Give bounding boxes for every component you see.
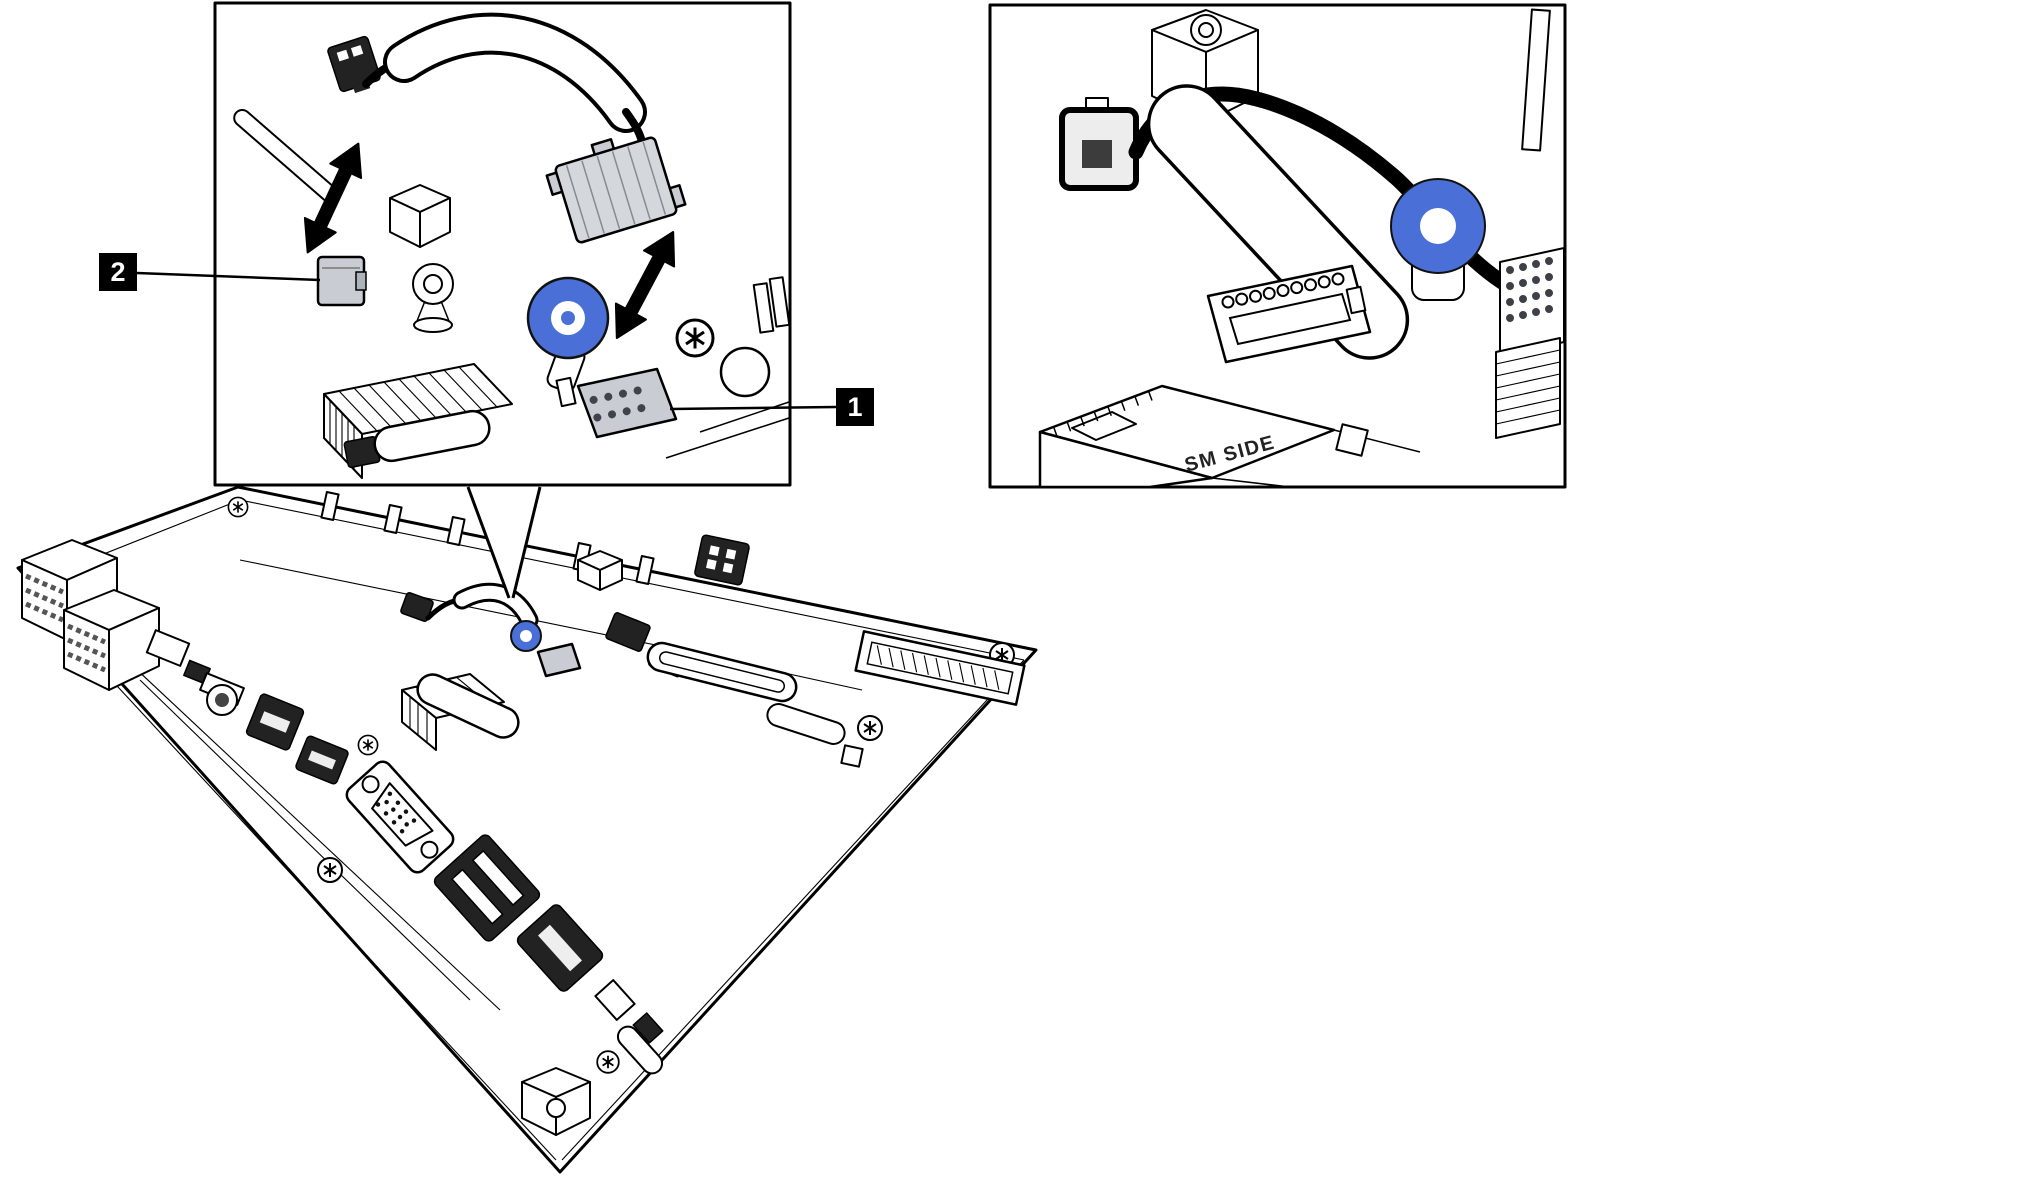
- round-connector: [199, 672, 245, 716]
- board-cube: [577, 550, 623, 591]
- callout-2-leader: [136, 271, 321, 282]
- stadium-connector: [766, 703, 846, 745]
- sm-shield: [1038, 384, 1336, 489]
- cable-handle: [387, 16, 643, 129]
- callout-1-leader: [669, 405, 837, 411]
- edge-component: [594, 979, 636, 1021]
- edge-component: [616, 1025, 664, 1075]
- pin-header-connector: [1206, 264, 1372, 364]
- blue-plunger: [1390, 178, 1486, 301]
- cable-end-connector: [1059, 97, 1139, 191]
- board-connector: [605, 612, 651, 652]
- board-outline: [16, 485, 1038, 1174]
- io-block: [295, 735, 349, 785]
- board-cable-assembly: [400, 582, 582, 751]
- pin-field-connector: [1495, 247, 1565, 439]
- callout-pointer: [466, 486, 542, 600]
- background-cube: [389, 184, 451, 248]
- riser-slot: [854, 630, 1026, 706]
- inset-right: [988, 3, 1567, 489]
- screw-icon: [357, 734, 379, 756]
- mount-hole: [1335, 423, 1369, 457]
- connector-2: [316, 255, 367, 307]
- board-connector-black: [694, 534, 750, 586]
- ribbed-connector-block: [323, 363, 513, 479]
- screw-icon: [227, 496, 249, 518]
- blue-plunger: [526, 276, 610, 393]
- mount-ring: [719, 346, 771, 398]
- usb-stack: [516, 904, 604, 992]
- corner-component: [521, 1067, 591, 1136]
- inset-left-border: [213, 1, 792, 487]
- long-slot-connector: [646, 641, 798, 703]
- usb-stack: [433, 834, 541, 942]
- callout-2-badge: 2: [99, 253, 137, 291]
- edge-component: [632, 1012, 664, 1044]
- background-bracket: [1521, 8, 1551, 152]
- screw-icon: [596, 1050, 620, 1074]
- connector-1-socket: [555, 367, 678, 439]
- inset-left: [213, 1, 792, 487]
- standoff: [412, 263, 454, 333]
- vga-connector: [345, 760, 455, 874]
- mainboard-illustration: [16, 485, 1038, 1174]
- io-block: [245, 693, 305, 751]
- screw-icon: [675, 318, 715, 358]
- board-socket: [536, 642, 582, 678]
- screw-icon: [857, 715, 883, 741]
- callout-1-badge: 1: [836, 388, 874, 426]
- screw-icon: [317, 857, 343, 883]
- lifted-connector: [545, 136, 687, 244]
- mount-hole: [840, 744, 864, 768]
